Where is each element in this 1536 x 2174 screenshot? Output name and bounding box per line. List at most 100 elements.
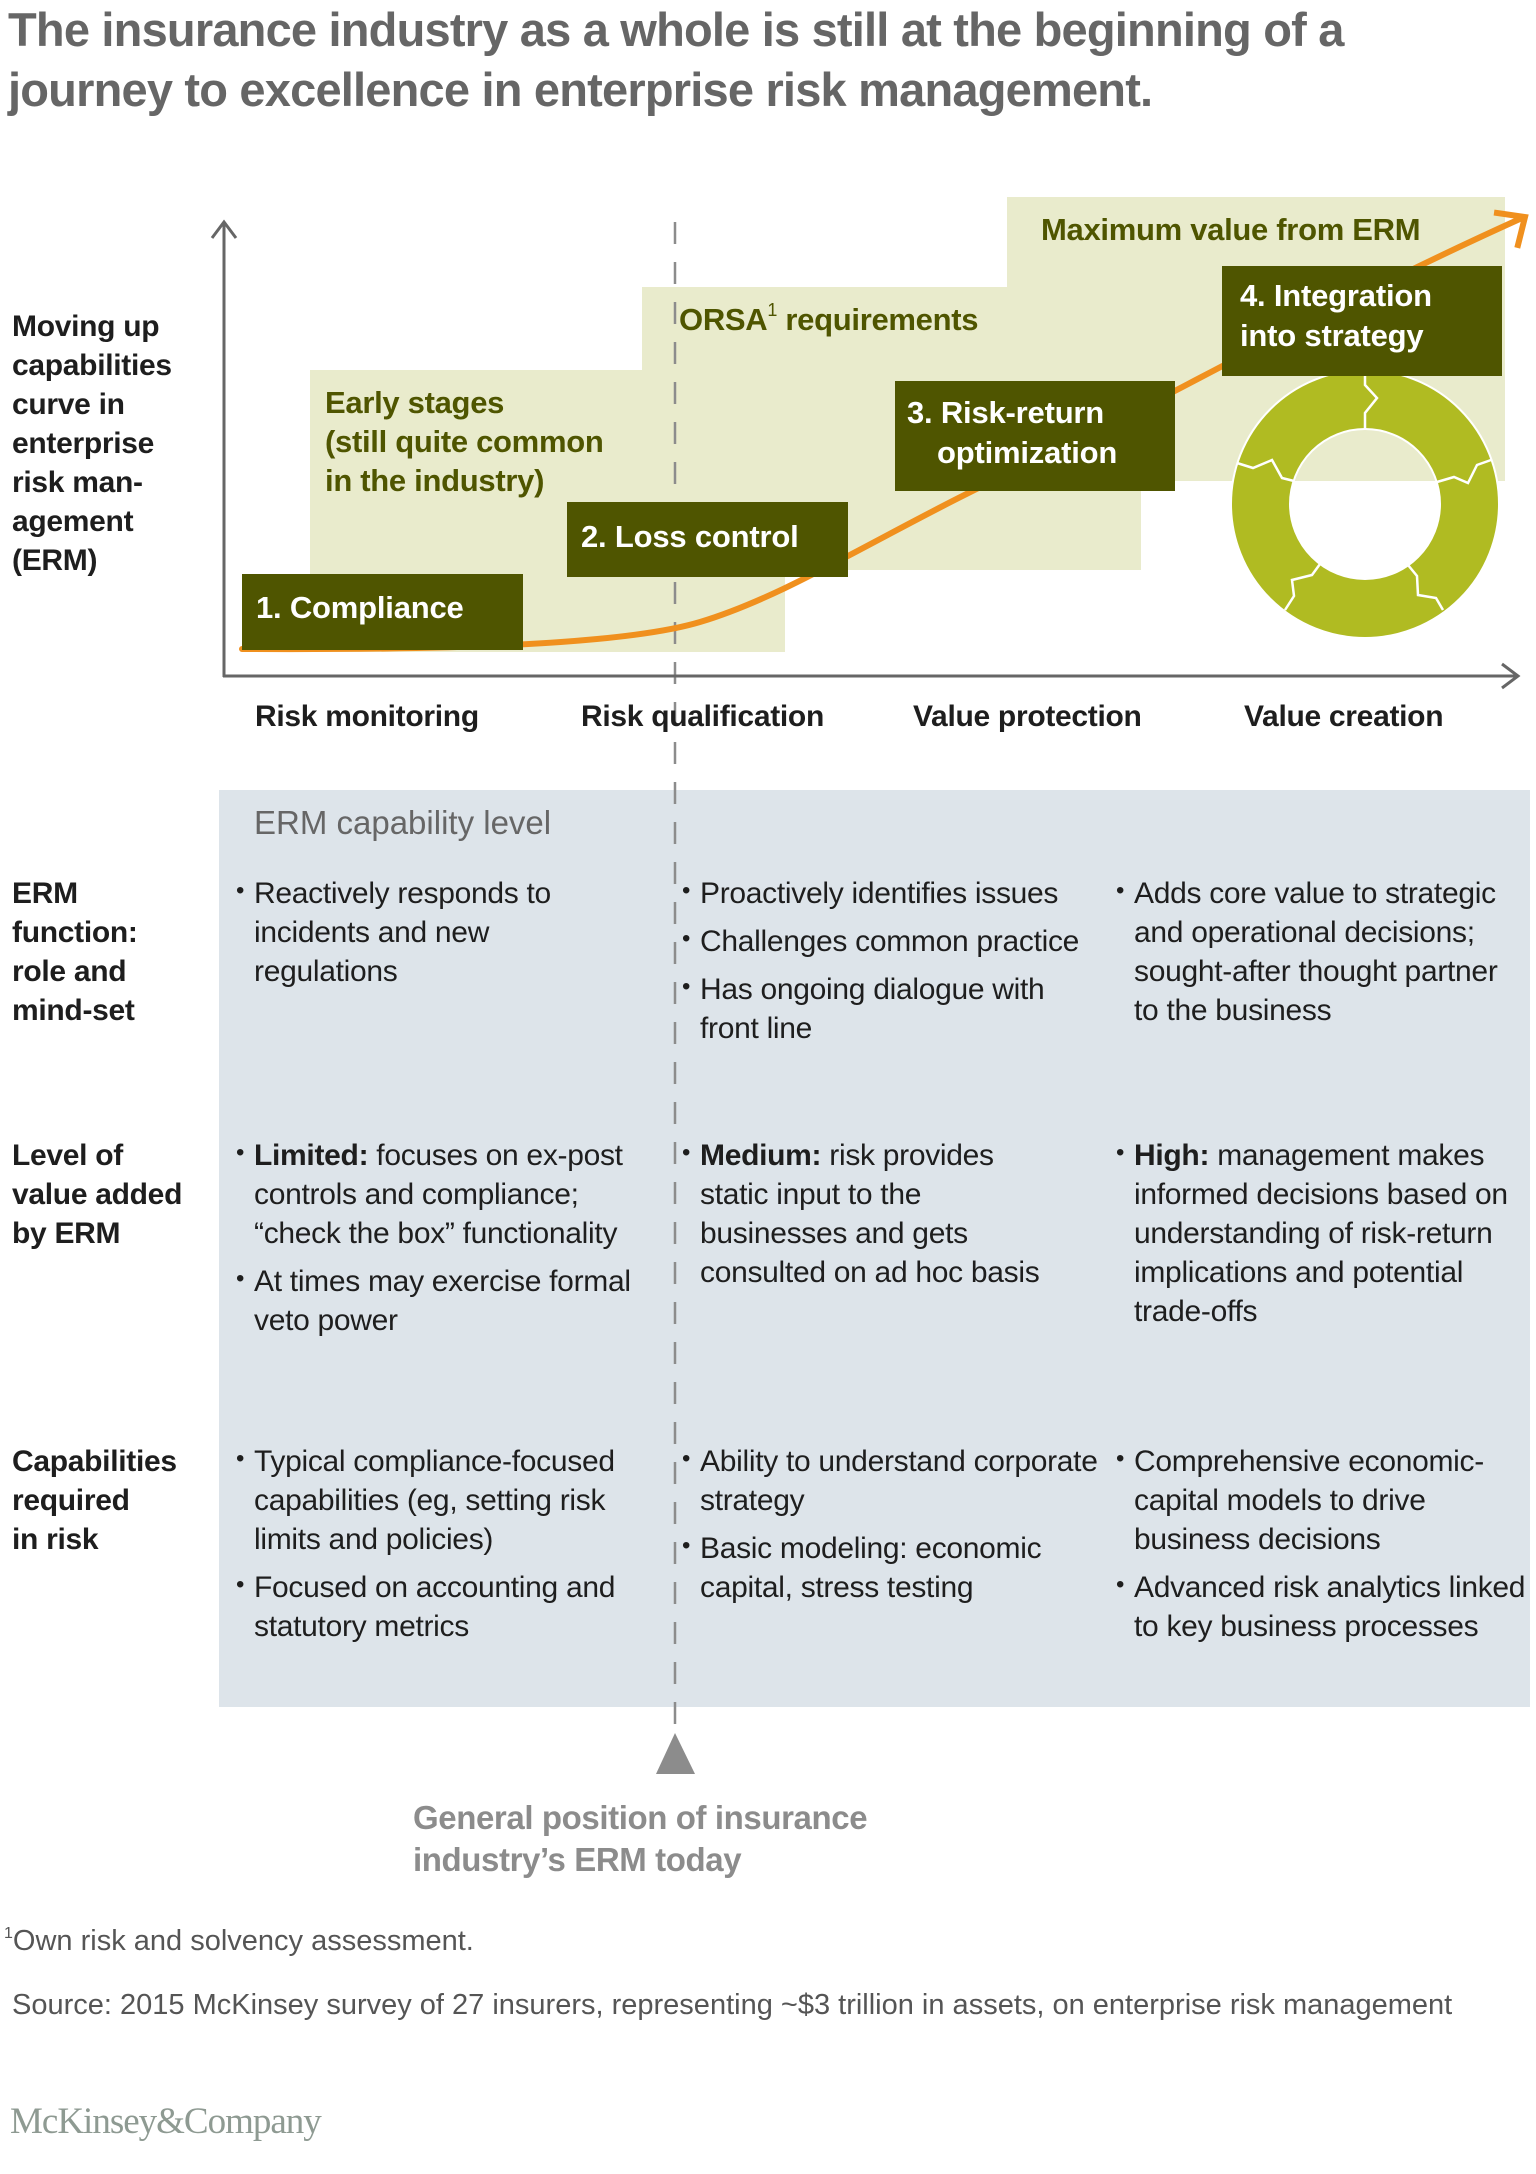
row-label-line: mind-set: [12, 994, 135, 1027]
title-line-2: journey to excellence in enterprise risk…: [8, 63, 1153, 116]
cell-r1-c0: Limited: focuses on ex-post controls and…: [236, 1133, 637, 1349]
bullet-item-emphasis: Limited:: [254, 1139, 369, 1172]
current-position-marker-icon: [656, 1733, 695, 1774]
stage-box-label: 2. Loss control: [581, 519, 799, 554]
y-axis-arrow-icon: [210, 219, 238, 239]
stage-box-loss-control: 2. Loss control: [567, 502, 848, 577]
bullet-item: At times may exercise formal veto power: [236, 1259, 637, 1340]
row-label-value-added: Level of value added by ERM: [12, 1136, 182, 1253]
stage-box-label: 1. Compliance: [256, 590, 464, 625]
bullet-item-text: Ability to understand corporate strategy: [700, 1445, 1098, 1517]
cell-r2-c2: Comprehensive economic-capital models to…: [1116, 1439, 1532, 1655]
bullet-item-text: Adds core value to strategic and operati…: [1134, 877, 1498, 1027]
bullet-item: High: management makes informed decision…: [1116, 1133, 1522, 1331]
y-axis-label-line: agement: [12, 505, 134, 538]
orsa-label-suffix: requirements: [777, 302, 979, 337]
y-axis-label-line: Moving up: [12, 310, 160, 343]
current-position-label: General position of insurance industry’s…: [413, 1797, 868, 1881]
bullet-item-text: Focused on accounting and statutory metr…: [254, 1571, 616, 1643]
cell-r0-c1: Proactively identifies issuesChallenges …: [682, 871, 1108, 1057]
row-label-line: Level of: [12, 1139, 123, 1172]
row-label-line: required: [12, 1484, 130, 1517]
orsa-label: ORSA: [679, 302, 768, 337]
stage-box-label: 3. Risk-return: [907, 395, 1105, 430]
bullet-item-text: focuses on ex-post controls and complian…: [254, 1139, 623, 1250]
bullet-item-emphasis: High:: [1134, 1139, 1210, 1172]
footnote: 1Own risk and solvency assessment.: [4, 1925, 474, 1958]
bullet-item: Comprehensive economic-capital models to…: [1116, 1439, 1532, 1559]
row-label-capabilities: Capabilities required in risk: [12, 1442, 177, 1559]
stage-area-early-label-line: Early stages: [325, 385, 505, 420]
row-label-line: ERM: [12, 877, 78, 910]
y-axis-label: Moving up capabilities curve in enterpri…: [12, 307, 202, 580]
bullet-item: Ability to understand corporate strategy: [682, 1439, 1108, 1520]
bullet-item: Reactively responds to incidents and new…: [236, 871, 637, 991]
x-axis-label-value-protection: Value protection: [913, 700, 1142, 733]
bullet-list: Medium: risk provides static input to th…: [682, 1133, 1053, 1292]
bullet-item: Challenges common practice: [682, 919, 1108, 961]
cell-r1-c1: Medium: risk provides static input to th…: [682, 1133, 1053, 1301]
stage-box-integration: 4. Integration into strategy: [1222, 266, 1502, 376]
bullet-item: Has ongoing dialogue with front line: [682, 967, 1108, 1048]
orsa-footnote-marker: 1: [767, 300, 778, 320]
y-axis-label-line: (ERM): [12, 544, 98, 577]
bullet-item: Medium: risk provides static input to th…: [682, 1133, 1053, 1292]
y-axis: [210, 219, 238, 677]
bullet-list: Proactively identifies issuesChallenges …: [682, 871, 1108, 1048]
bullet-list: Comprehensive economic-capital models to…: [1116, 1439, 1532, 1646]
cell-r2-c1: Ability to understand corporate strategy…: [682, 1439, 1108, 1616]
cell-r0-c2: Adds core value to strategic and operati…: [1116, 871, 1522, 1039]
bullet-item-text: At times may exercise formal veto power: [254, 1265, 631, 1337]
bullet-list: Reactively responds to incidents and new…: [236, 871, 637, 991]
row-label-line: by ERM: [12, 1217, 121, 1250]
x-axis: [223, 662, 1521, 690]
bullet-item-text: Comprehensive economic-capital models to…: [1134, 1445, 1484, 1556]
stage-box-label: into strategy: [1240, 318, 1424, 353]
bullet-item: Basic modeling: economic capital, stress…: [682, 1526, 1108, 1607]
x-axis-label-risk-qualification: Risk qualification: [581, 700, 824, 733]
stage-area-early-label-line: (still quite common: [325, 424, 604, 459]
cell-r2-c0: Typical compliance-focused capabilities …: [236, 1439, 627, 1655]
y-axis-label-line: curve in: [12, 388, 125, 421]
bullet-item-text: Advanced risk analytics linked to key bu…: [1134, 1571, 1526, 1643]
bullet-item-text: Has ongoing dialogue with front line: [700, 973, 1045, 1045]
cell-r0-c0: Reactively responds to incidents and new…: [236, 871, 637, 1000]
stage-box-label: 4. Integration: [1240, 278, 1432, 313]
bullet-list: Limited: focuses on ex-post controls and…: [236, 1133, 637, 1340]
x-axis-label-value-creation: Value creation: [1244, 700, 1444, 733]
bullet-item: Focused on accounting and statutory metr…: [236, 1565, 627, 1646]
bullet-item-text: Proactively identifies issues: [700, 877, 1059, 910]
source-note: Source: 2015 McKinsey survey of 27 insur…: [12, 1989, 1453, 2021]
bullet-list: Typical compliance-focused capabilities …: [236, 1439, 627, 1646]
current-position-label-line: industry’s ERM today: [413, 1841, 742, 1878]
stage-area-maximum-label-text: Maximum value from ERM: [1041, 212, 1421, 247]
bullet-item: Proactively identifies issues: [682, 871, 1108, 913]
bullet-item-text: management makes informed decisions base…: [1134, 1139, 1508, 1328]
stage-area-early-label: Early stages (still quite common in the …: [325, 383, 604, 500]
page-title: The insurance industry as a whole is sti…: [8, 0, 1508, 120]
row-label-line: in risk: [12, 1523, 99, 1556]
bullet-item-text: Typical compliance-focused capabilities …: [254, 1445, 615, 1556]
bullet-item: Adds core value to strategic and operati…: [1116, 871, 1522, 1030]
y-axis-label-line: risk man-: [12, 466, 143, 499]
bullet-item: Typical compliance-focused capabilities …: [236, 1439, 627, 1559]
bullet-item-text: Challenges common practice: [700, 925, 1080, 958]
stage-box-risk-return: 3. Risk-return optimization: [895, 381, 1175, 491]
mckinsey-logo: McKinsey&Company: [10, 2101, 322, 2142]
row-label-line: value added: [12, 1178, 183, 1211]
y-axis-label-line: enterprise: [12, 427, 155, 460]
footnote-text: Own risk and solvency assessment.: [12, 1925, 474, 1957]
footnote-marker: 1: [4, 1925, 13, 1942]
bullet-list: Adds core value to strategic and operati…: [1116, 871, 1522, 1030]
current-position-label-line: General position of insurance: [413, 1799, 868, 1836]
bullet-item-emphasis: Medium:: [700, 1139, 822, 1172]
row-label-line: function:: [12, 916, 138, 949]
bullet-item-text: Reactively responds to incidents and new…: [254, 877, 551, 988]
bullet-list: High: management makes informed decision…: [1116, 1133, 1522, 1331]
bullet-list: Ability to understand corporate strategy…: [682, 1439, 1108, 1607]
cell-r1-c2: High: management makes informed decision…: [1116, 1133, 1522, 1340]
bullet-item-text: Basic modeling: economic capital, stress…: [700, 1532, 1042, 1604]
bullet-item: Advanced risk analytics linked to key bu…: [1116, 1565, 1532, 1646]
bullet-item-text: risk provides static input to the busine…: [700, 1139, 1040, 1289]
stage-area-orsa-label: ORSA1 requirements: [679, 300, 979, 339]
